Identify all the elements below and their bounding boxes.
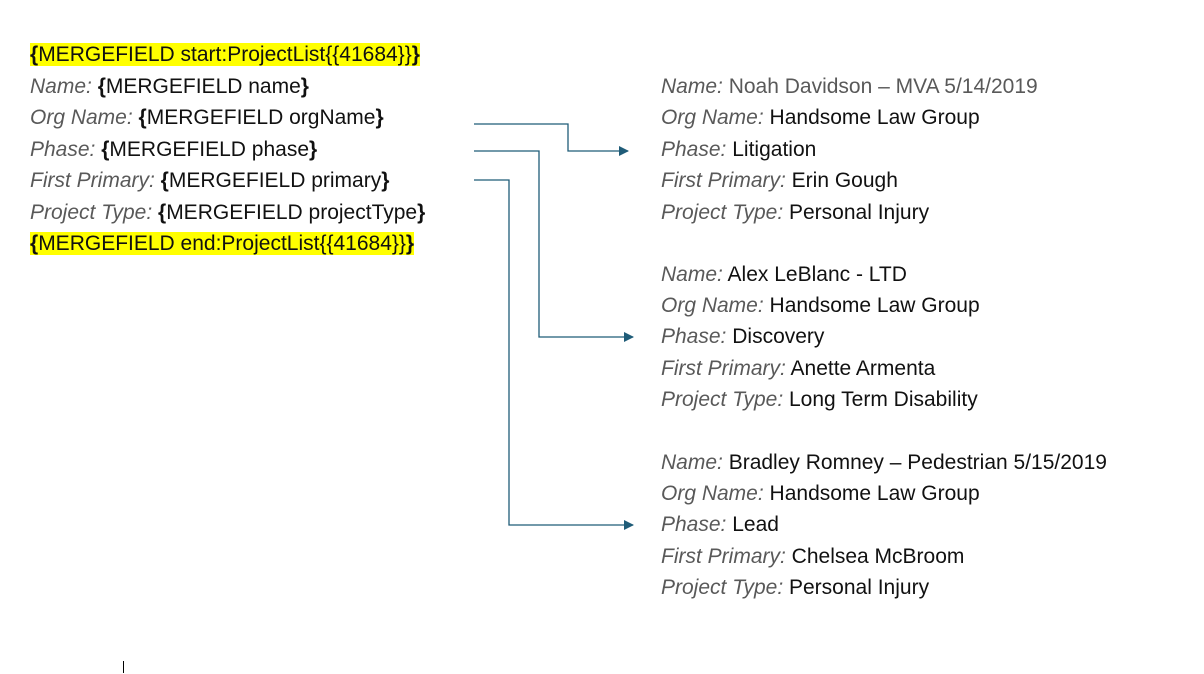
record-1-phase[interactable]: Phase: Litigation: [661, 138, 817, 161]
template-row-project-type[interactable]: Project Type: {MERGEFIELD projectType}: [30, 201, 426, 224]
record-2-first-primary[interactable]: First Primary: Anette Armenta: [661, 357, 936, 380]
record-2-name[interactable]: Name: Alex LeBlanc - LTD: [661, 263, 907, 286]
record-3-phase[interactable]: Phase: Lead: [661, 513, 779, 536]
record-1-name[interactable]: Name: Noah Davidson – MVA 5/14/2019: [661, 75, 1038, 98]
record-2-org-name[interactable]: Org Name: Handsome Law Group: [661, 294, 980, 317]
record-2-phase[interactable]: Phase: Discovery: [661, 325, 825, 348]
record-3-project-type[interactable]: Project Type: Personal Injury: [661, 576, 930, 599]
record-3-name[interactable]: Name: Bradley Romney – Pedestrian 5/15/2…: [661, 451, 1107, 474]
record-3-org-name[interactable]: Org Name: Handsome Law Group: [661, 482, 980, 505]
connector-arrow-3: [474, 179, 634, 530]
connector-arrow-2: [474, 150, 634, 342]
record-1-project-type[interactable]: Project Type: Personal Injury: [661, 201, 930, 224]
template-row-first-primary[interactable]: First Primary: {MERGEFIELD primary}: [30, 169, 390, 192]
template-row-phase[interactable]: Phase: {MERGEFIELD phase}: [30, 138, 318, 161]
record-1-first-primary[interactable]: First Primary: Erin Gough: [661, 169, 898, 192]
record-3-first-primary[interactable]: First Primary: Chelsea McBroom: [661, 545, 965, 568]
start-mergefield[interactable]: {MERGEFIELD start:ProjectList{{41684}}}: [30, 43, 420, 66]
end-mergefield[interactable]: {MERGEFIELD end:ProjectList{{41684}}}: [30, 232, 415, 255]
text-cursor: [123, 661, 124, 673]
connector-arrow-1: [474, 123, 629, 156]
record-2-project-type[interactable]: Project Type: Long Term Disability: [661, 388, 978, 411]
record-1-org-name[interactable]: Org Name: Handsome Law Group: [661, 106, 980, 129]
template-row-name[interactable]: Name: {MERGEFIELD name}: [30, 75, 309, 98]
template-row-org-name[interactable]: Org Name: {MERGEFIELD orgName}: [30, 106, 384, 129]
